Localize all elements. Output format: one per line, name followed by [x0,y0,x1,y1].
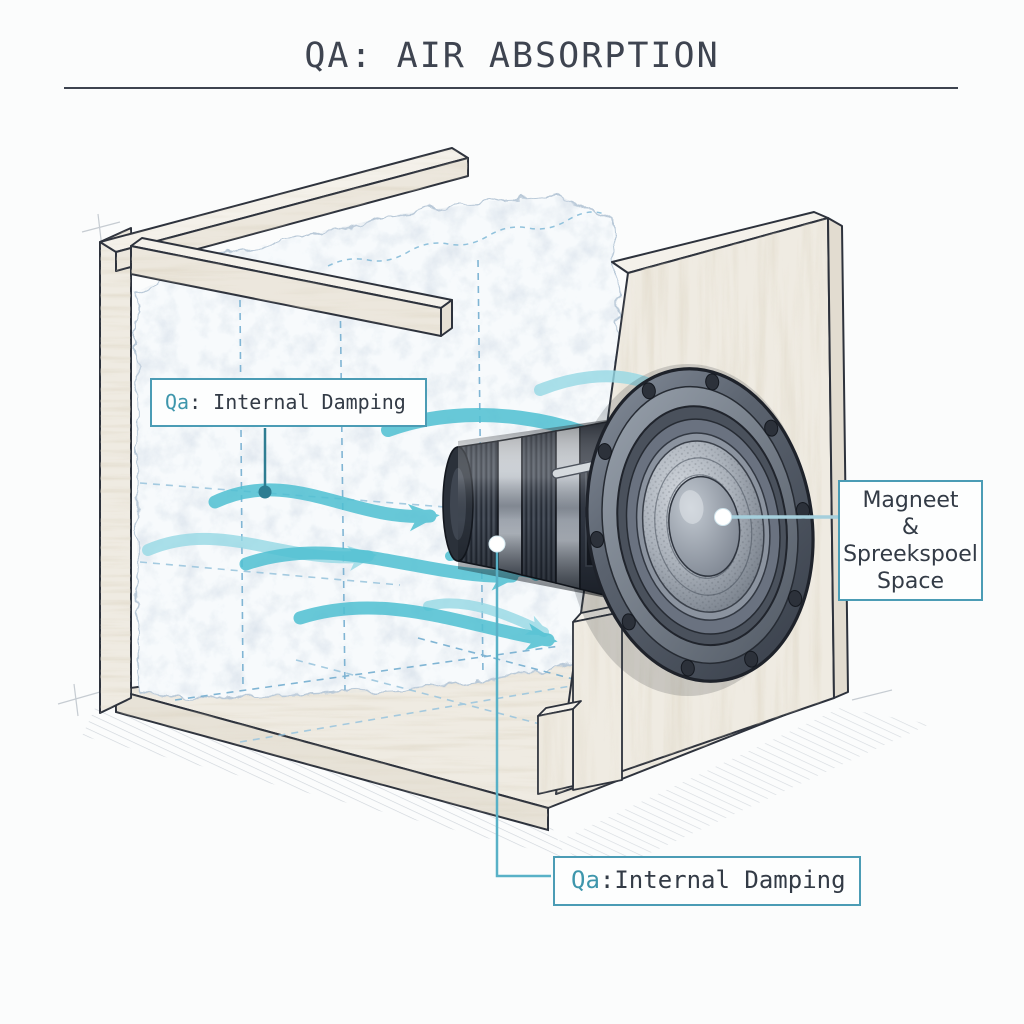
callout-line: Space [876,568,945,594]
callout-magnet-voicecoil-space: Magneet & Spreekspoel Space [838,480,983,601]
leader-lines [258,428,838,878]
callout-line: Magneet [862,487,959,513]
driver-front [585,367,815,683]
callout-line: & [901,514,920,540]
qa-symbol: Qa [165,390,190,414]
speaker-driver [442,364,815,696]
ground-shadow-hatching [82,706,930,876]
page-title: QA: AIR ABSORPTION [304,36,720,76]
title-underline [64,87,958,89]
leader-damping-bottom [488,535,551,878]
callout-text: : Internal Damping [189,390,406,414]
qa-symbol: Qa [571,866,600,894]
callout-line: Spreekspoel [843,541,978,567]
callout-text: :Internal Damping [599,866,846,894]
flange-bolts [589,373,811,677]
callout-internal-damping-top: Qa: Internal Damping [150,378,427,427]
leader-damping-top [258,428,272,499]
leader-magnet-label [714,508,838,526]
callout-internal-damping-bottom: Qa:Internal Damping [553,856,861,906]
